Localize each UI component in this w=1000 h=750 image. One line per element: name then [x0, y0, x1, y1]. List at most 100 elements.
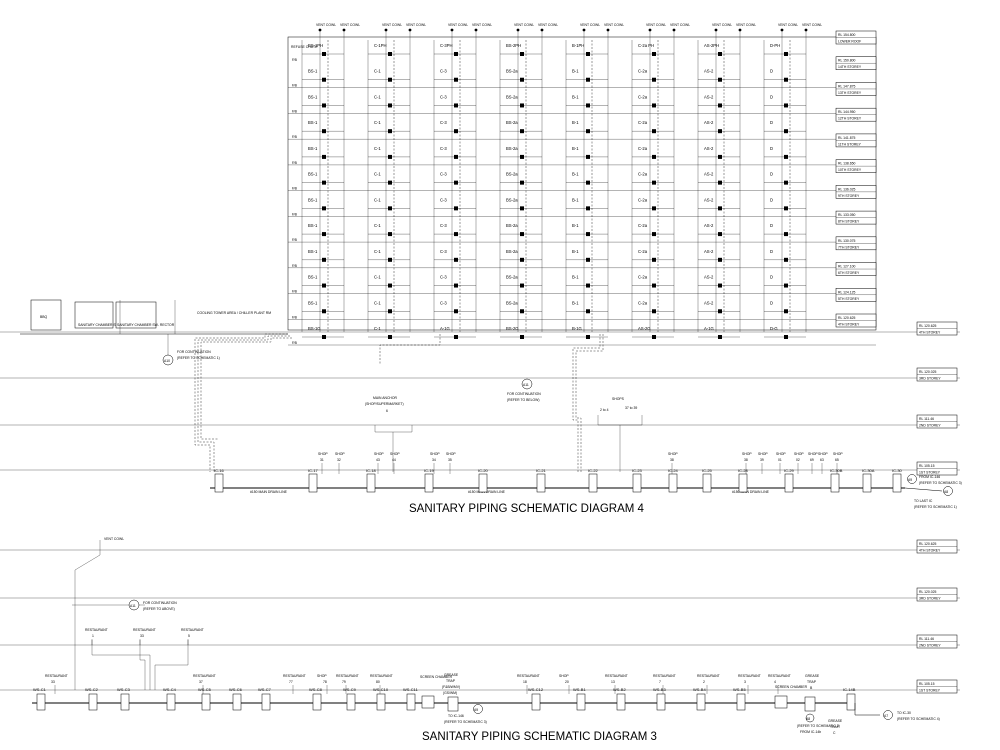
restaurant-number: 13: [611, 680, 615, 684]
trap-fixture: [718, 180, 722, 185]
inspection-chamber: IC-25: [702, 468, 713, 493]
restaurant-number: 80: [376, 680, 380, 684]
ic-box: [166, 693, 176, 711]
trap-fixture: [718, 52, 722, 56]
sanitary-chamber-2-label: SANITARY CHAMBER SW- RECTOR: [117, 323, 175, 327]
level-tag: RL 124.125 5TH STOREY: [835, 288, 877, 302]
trap-fixture: [322, 180, 326, 185]
restaurant-number: 7: [659, 680, 661, 684]
stack-label: D-G: [770, 326, 778, 331]
trap-fixture: [718, 103, 722, 108]
stack-label: B-1G: [572, 326, 582, 331]
inspection-chamber: IC-30B: [830, 468, 843, 493]
trap-fixture: [388, 52, 392, 56]
inspection-chamber: IC-19: [424, 468, 435, 493]
ic-box: [784, 473, 794, 493]
level-rl: RL 144.950: [838, 110, 856, 114]
stack-label: B-1: [572, 146, 579, 151]
trap-fixture: [652, 52, 656, 56]
stack-label: AS-2: [704, 223, 714, 228]
trap-fixture: [520, 52, 524, 56]
trap-fixture: [586, 129, 590, 134]
restaurant-name: RESTAURANT: [517, 674, 540, 678]
stack-label: BS-1: [308, 197, 318, 202]
restaurant-name: RESTAURANT: [193, 674, 216, 678]
restaurant-name: RESTAURANT: [133, 628, 156, 632]
shop-name: SHOP: [430, 452, 440, 456]
trap-fixture: [586, 206, 590, 211]
stack-label: B-1: [572, 172, 579, 177]
vent-cowl-icon: [582, 28, 586, 32]
restaurant-number: 78: [323, 680, 327, 684]
vent-cowl-label: VENT COWL: [580, 23, 600, 27]
level-name: 2ND STOREY: [919, 644, 941, 648]
inspection-chamber: WS-C6: [229, 687, 243, 711]
inspection-chamber: IC-14B: [843, 687, 856, 711]
stack-label: C-2a: [638, 197, 648, 202]
level-tag: RL 144.950 12TH STOREY: [835, 107, 877, 122]
ic-label: WS-C1: [33, 687, 47, 692]
grease-trap2-l1: GREASE: [805, 674, 820, 678]
floor-marker: F⁄B: [292, 187, 298, 191]
shop-number: 01: [778, 458, 782, 462]
stack-label: C-1PH: [374, 43, 387, 48]
trap-fixture: [388, 283, 392, 288]
shops-a-label: SHOPS: [612, 397, 625, 401]
vent-cowl-icon: [738, 28, 742, 32]
trap-fixture: [322, 206, 326, 211]
vent-cowl-label: VENT COWL: [538, 23, 558, 27]
inspection-chamber: WS-B4: [693, 687, 706, 711]
level-rl: RL 124.125: [838, 290, 856, 294]
stack-label: D-PH: [770, 43, 780, 48]
a9-from-circle: [907, 474, 917, 484]
vent-cowl-icon: [342, 28, 346, 32]
trap-fixture: [586, 103, 590, 108]
a8-circle-3: [805, 713, 815, 723]
inspection-chamber: IC-28: [738, 468, 749, 493]
vent-cowl-icon: [516, 28, 520, 32]
level-name: 5TH STOREY: [838, 297, 860, 301]
restaurant-number: 18: [523, 680, 527, 684]
trap-fixture: [652, 103, 656, 108]
a7-tag: A7: [884, 714, 888, 718]
restaurant-label: RESTAURANT 18: [517, 674, 540, 694]
trap-fixture: [718, 206, 722, 211]
trap-fixture: [652, 309, 656, 314]
restaurant-name: RESTAURANT: [370, 674, 393, 678]
level-name: 3RD STOREY: [919, 377, 941, 381]
level-name: 9TH STOREY: [838, 194, 860, 198]
shop-number: 44: [392, 458, 396, 462]
screen-chamber-label: SCREEN CHAMBER: [420, 675, 453, 679]
inspection-chamber: IC-16: [214, 468, 225, 493]
restaurant-name: RESTAURANT: [653, 674, 676, 678]
shop-number: 02: [796, 458, 800, 462]
vent-cowl-icon: [408, 28, 412, 32]
a11-ref-3: (REFER TO ABOVE): [143, 607, 175, 611]
trap-fixture: [784, 335, 788, 339]
main-anchor-line1: MAIN ANCHOR: [373, 396, 397, 400]
bbq-label: BBQ: [40, 315, 48, 319]
inspection-chamber: WS-C1: [33, 687, 47, 711]
a8-to-circle: [943, 486, 953, 496]
ic-label: IC-20: [478, 468, 489, 473]
floor-marker: F⁄B: [292, 109, 298, 113]
stack-label: C-1: [374, 326, 381, 331]
level-rl: RL 111.46: [919, 417, 934, 421]
grease-trap3-l2: TRAP: [830, 725, 840, 729]
level-name: 12TH STOREY: [838, 117, 862, 121]
shop-name: SHOP: [668, 452, 678, 456]
ic-box: [830, 473, 840, 493]
sanitary-chamber-1-label: SANITARY CHAMBER SW- RECTOR: [78, 323, 136, 327]
